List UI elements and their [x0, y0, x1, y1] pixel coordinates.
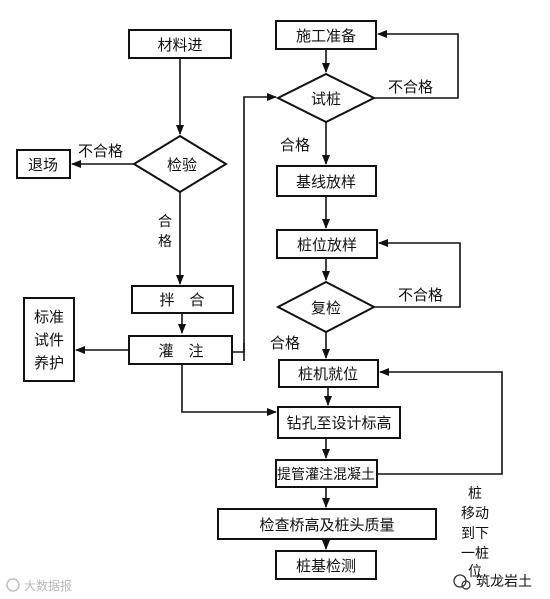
node-drill-to-elevation: 钻孔至设计标高 [277, 406, 401, 439]
edge-pour-to-test-pile [232, 93, 277, 353]
label-move-next-pile: 桩 移动 到下 一桩 位 [461, 485, 489, 580]
watermark-left-text: 大数据报 [24, 578, 72, 593]
node-inspection-label: 检验 [167, 156, 197, 174]
label-move-next-pile-4: 一桩 [461, 545, 489, 562]
node-recheck: 复检 [275, 280, 377, 334]
label-move-next-pile-2: 移动 [461, 506, 489, 522]
node-material-in: 材料进 [128, 29, 232, 59]
node-check-elevation-quality: 检查桥高及桩头质量 [217, 508, 437, 540]
node-specimen-cure: 标准 试件 养护 [23, 297, 75, 382]
wechat-icon-bubble [461, 580, 471, 590]
node-specimen-cure-line1: 标准 [34, 308, 64, 326]
node-construction-prep-label: 施工准备 [296, 27, 356, 45]
node-test-pile-label: 试桩 [311, 90, 341, 108]
node-drill-to-elevation-label: 钻孔至设计标高 [286, 414, 391, 432]
node-pile-position-layout-label: 桩位放样 [297, 236, 357, 254]
label-pass-test-pile: 合格 [280, 136, 310, 154]
node-mix-label: 拌 合 [159, 291, 204, 309]
label-move-next-pile-5: 位 [468, 564, 482, 580]
node-foundation-test-label: 桩基检测 [296, 557, 356, 575]
node-pile-position-layout: 桩位放样 [276, 229, 378, 259]
label-fail-recheck: 不合格 [398, 286, 443, 304]
node-baseline-layout-label: 基线放样 [296, 173, 356, 191]
node-construction-prep: 施工准备 [275, 20, 377, 50]
edge-recheck-fail-loop [374, 239, 461, 308]
label-fail-test-pile: 不合格 [388, 78, 433, 96]
watermark-logo-icon [6, 578, 20, 592]
node-reject-exit-label: 退场 [28, 156, 58, 174]
node-material-in-label: 材料进 [157, 36, 202, 54]
node-recheck-label: 复检 [311, 299, 341, 317]
node-baseline-layout: 基线放样 [276, 165, 377, 197]
node-rig-in-position-label: 桩机就位 [298, 365, 358, 383]
node-reject-exit: 退场 [16, 149, 71, 179]
label-pass-inspection-2: 格 [158, 234, 172, 250]
node-foundation-test: 桩基检测 [275, 550, 377, 580]
label-pass-inspection-1: 合 [158, 214, 172, 230]
node-mix: 拌 合 [131, 285, 234, 314]
edge-test-pile-fail-loop [374, 30, 459, 99]
edge-move-next-pile-loop [377, 368, 503, 475]
node-lift-pipe-pour-label: 提管灌注混凝土 [277, 467, 375, 483]
label-move-next-pile-3: 到下 [461, 526, 489, 542]
label-pass-recheck: 合格 [270, 334, 300, 352]
node-rig-in-position: 桩机就位 [278, 359, 379, 388]
node-check-elevation-quality-label: 检查桥高及桩头质量 [259, 516, 394, 534]
node-pour-label: 灌 注 [158, 342, 203, 360]
node-specimen-cure-line2: 试件 [34, 331, 64, 349]
node-specimen-cure-line3: 养护 [34, 354, 64, 372]
node-test-pile: 试桩 [275, 72, 377, 124]
edge-pour-to-drill [181, 364, 277, 416]
node-pour: 灌 注 [128, 335, 233, 365]
label-fail-inspection: 不合格 [78, 142, 123, 160]
node-inspection: 检验 [132, 134, 228, 194]
watermark-right-text: 筑龙岩土 [476, 574, 532, 590]
node-lift-pipe-pour: 提管灌注混凝土 [275, 459, 378, 488]
label-move-next-pile-1: 桩 [468, 485, 482, 502]
watermark-left: 大数据报 [6, 578, 72, 593]
watermark-right: 筑龙岩土 [453, 574, 532, 590]
